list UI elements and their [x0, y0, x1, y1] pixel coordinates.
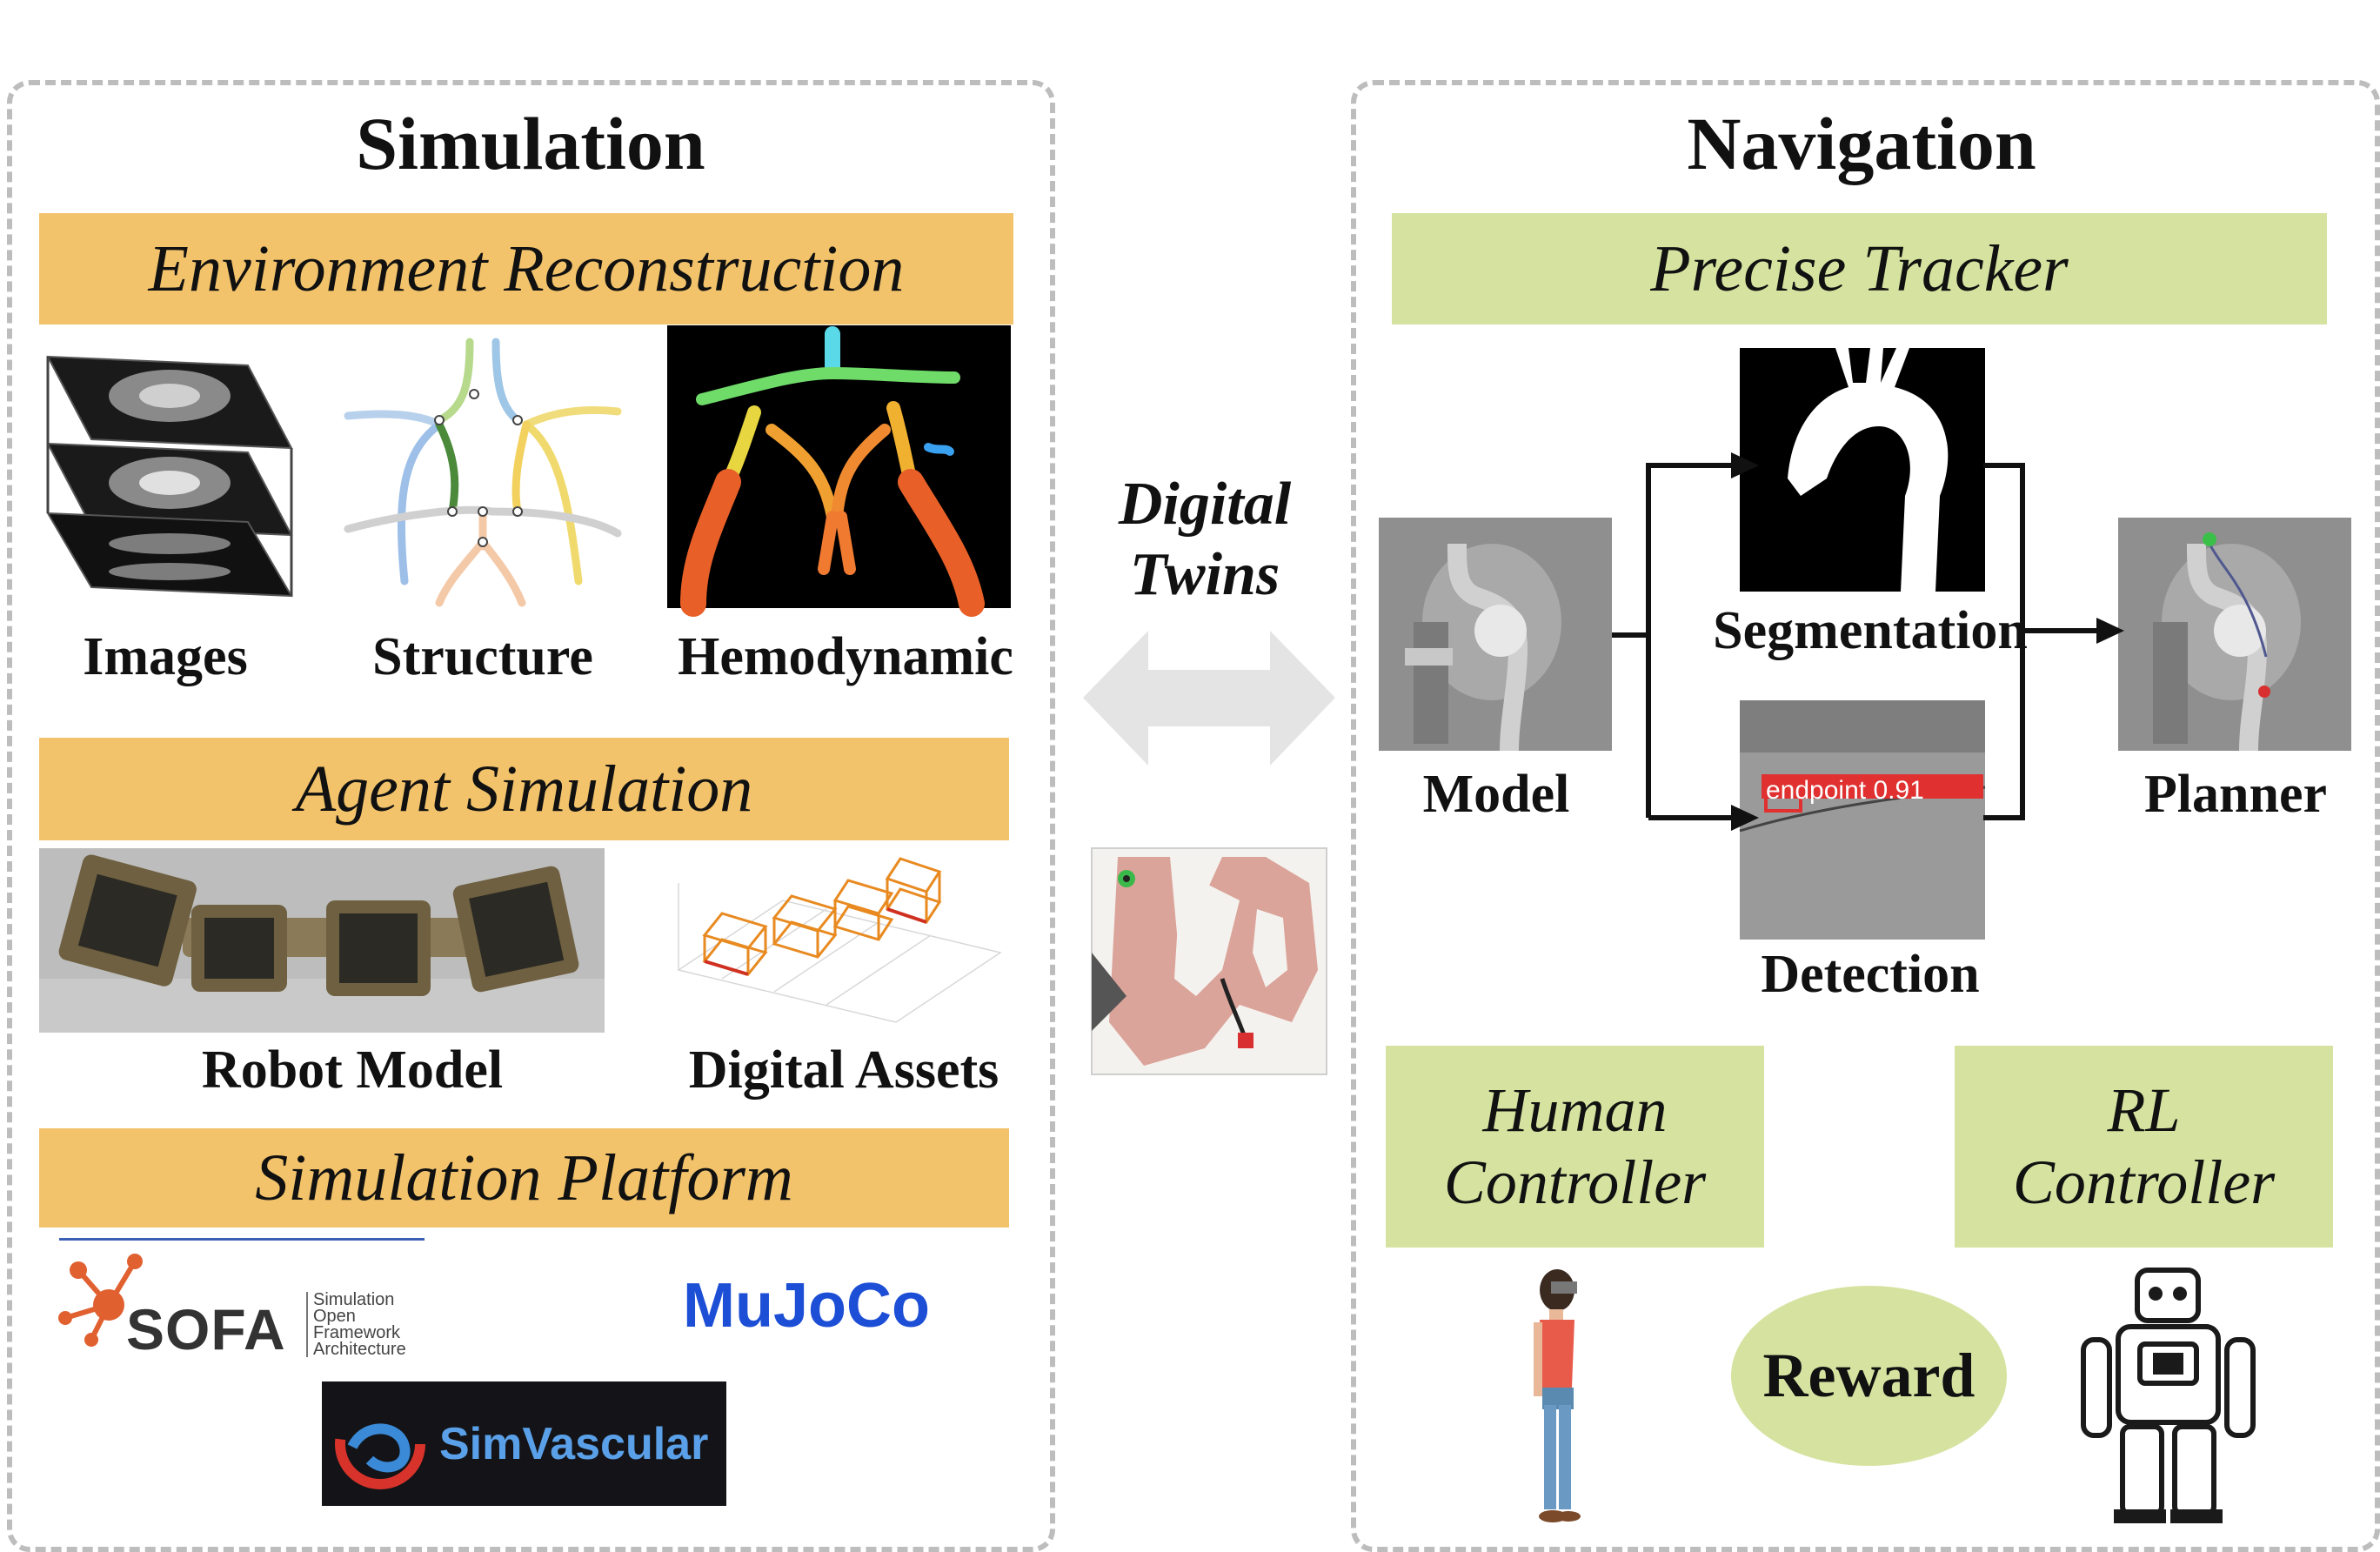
digital-twins-line: Digital [1118, 471, 1292, 538]
sofa-subtitle: Simulation Open Framework Architecture [313, 1290, 406, 1359]
reward-label: Reward [1762, 1341, 1976, 1410]
robot-model-figure [39, 848, 605, 1033]
digital-assets-label: Digital Assets [688, 1040, 999, 1100]
bidirectional-arrow-icon [1083, 631, 1335, 766]
simvascular-text: SimVascular [439, 1419, 709, 1469]
planner-xray-figure [2118, 518, 2351, 752]
simulation-title: Simulation [356, 102, 705, 185]
tracker-flow-arrows [1612, 452, 2124, 831]
ct-images-figure [46, 355, 293, 598]
sofa-logo-divider-vertical [306, 1292, 308, 1357]
simulation-panel [7, 80, 1055, 1552]
rl-controller-box: RL Controller [1955, 1046, 2333, 1248]
simvascular-logo: SimVascular [322, 1381, 726, 1506]
sofa-subtitle-line: Framework [313, 1323, 401, 1342]
rl-controller-line: RL [2107, 1075, 2181, 1146]
reward-ellipse: Reward [1731, 1286, 2007, 1466]
digital-twins-line: Twins [1129, 540, 1280, 608]
human-controller-line: Human [1482, 1075, 1668, 1146]
mujoco-logo: MuJoCo [683, 1271, 930, 1341]
detection-label: Detection [1761, 945, 1980, 1004]
agent-simulation-bar: Agent Simulation [39, 738, 1009, 840]
robot-icon [2081, 1268, 2256, 1523]
sofa-subtitle-line: Simulation [313, 1290, 395, 1309]
segmentation-mask-figure [1740, 348, 1985, 592]
human-figure-icon [1534, 1269, 1581, 1522]
digital-twins-label: Digital Twins [1092, 470, 1318, 610]
vessel-structure-figure [344, 338, 622, 607]
human-controller-box: Human Controller [1386, 1046, 1764, 1248]
sofa-logo-icon [58, 1254, 143, 1347]
human-controller-line: Controller [1443, 1147, 1707, 1217]
images-label: Images [83, 627, 248, 686]
sofa-subtitle-line: Architecture [313, 1340, 406, 1359]
environment-reconstruction-bar: Environment Reconstruction [39, 213, 1013, 324]
navigation-title: Navigation [1687, 102, 2036, 185]
digital-assets-figure [677, 857, 1002, 1023]
hemodynamic-label: Hemodynamic [678, 627, 1013, 686]
model-label: Model [1422, 765, 1570, 824]
rl-controller-line: Controller [2012, 1147, 2276, 1217]
navigation-panel [1351, 80, 2380, 1552]
sofa-subtitle-line: Open [313, 1307, 356, 1326]
detection-frame-figure [1739, 700, 1986, 940]
hemodynamic-figure [667, 325, 1011, 617]
sofa-logo-text: SOFA [126, 1297, 286, 1361]
planner-label: Planner [2143, 765, 2328, 824]
structure-label: Structure [372, 627, 593, 686]
twin-phantom-figure [1091, 847, 1327, 1075]
precise-tracker-bar: Precise Tracker [1392, 213, 2327, 324]
robot-model-label: Robot Model [201, 1040, 504, 1100]
detection-tag: endpoint 0.91 [1766, 776, 1924, 805]
segmentation-label: Segmentation [1713, 601, 2028, 660]
sofa-logo-divider [59, 1238, 425, 1241]
simulation-platform-bar: Simulation Platform [39, 1128, 1009, 1228]
model-xray-figure [1379, 518, 1612, 752]
simvascular-swirl-icon [335, 1399, 425, 1489]
